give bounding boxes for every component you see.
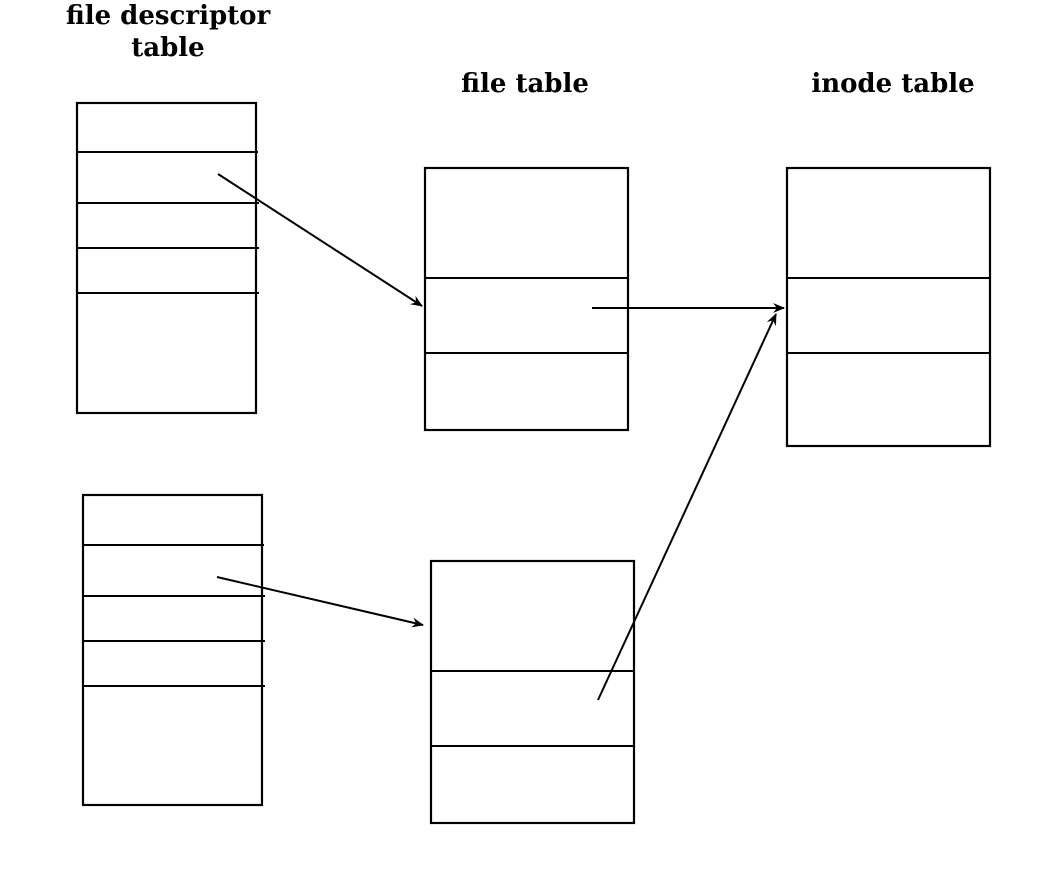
fd-table-top: [75, 101, 259, 415]
arrow-fd-bottom-to-file-table-bottom: [216, 576, 424, 628]
file-table-bottom: [429, 559, 636, 825]
file-table-top: [423, 166, 630, 432]
inode-table-label: inode table: [811, 69, 974, 99]
arrow-fd-top-to-file-table-top: [217, 173, 423, 307]
fd-table-bottom: [81, 493, 265, 807]
fd-table-label-line2: table: [131, 33, 204, 63]
arrow-file-table-bottom-to-inode: [597, 313, 777, 701]
file-table-label: file table: [461, 69, 589, 99]
fd-table-label-line1: file descriptor: [66, 1, 271, 31]
inode-table: [785, 166, 992, 448]
